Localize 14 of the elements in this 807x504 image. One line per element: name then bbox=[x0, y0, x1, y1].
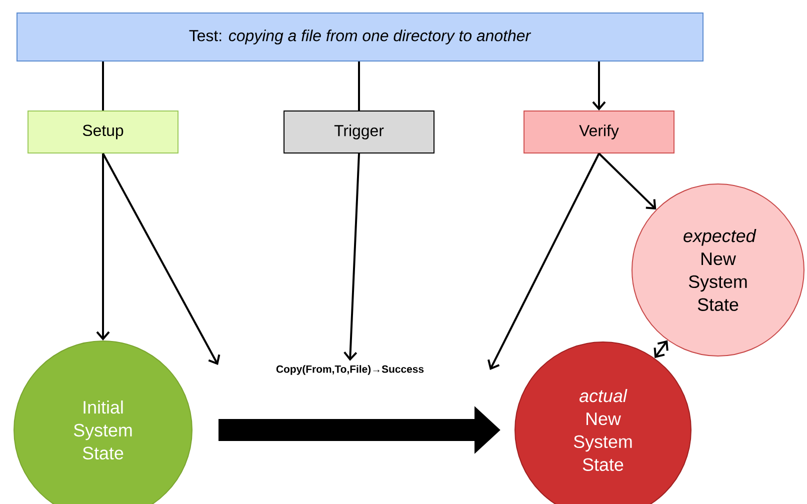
process-box: Setup bbox=[28, 110, 178, 154]
arrow bbox=[96, 154, 110, 340]
operation-label: Copy(From,To,File)→Success bbox=[276, 365, 424, 375]
arrow bbox=[488, 153, 600, 370]
process-box: Test: copying a file from one directory to another bbox=[16, 12, 704, 62]
process-box: Verify bbox=[524, 110, 674, 154]
arrow bbox=[598, 152, 656, 210]
connector-line bbox=[102, 62, 104, 110]
process-box: Trigger bbox=[284, 110, 434, 154]
arrow bbox=[102, 153, 220, 365]
arrow bbox=[592, 62, 606, 110]
arrow bbox=[344, 153, 360, 361]
arrow bbox=[654, 340, 668, 358]
connector-line bbox=[358, 62, 360, 110]
